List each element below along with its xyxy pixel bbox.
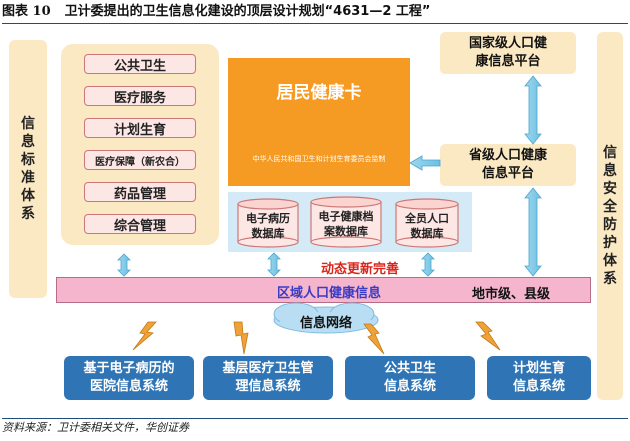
system-line1: 基于电子病历的	[83, 361, 175, 376]
database-population-line2: 数据库	[410, 227, 444, 240]
double-arrow-provincial-bar	[524, 187, 542, 277]
system-line1: 公共卫生	[383, 361, 436, 376]
business-item-label: 计划生育	[113, 122, 166, 138]
database-cylinders	[237, 196, 459, 248]
lightning-icon	[475, 321, 501, 351]
national-platform: 国家级人口健 康信息平台	[440, 32, 576, 74]
business-item-public-health: 公共卫生	[84, 54, 196, 74]
dynamic-update-label: 动态更新完善	[320, 262, 399, 277]
national-platform-line2: 康信息平台	[475, 54, 541, 69]
database-ehr: 电子健康档 案数据库	[311, 209, 381, 239]
provincial-platform-line2: 信息平台	[481, 166, 534, 181]
database-emr-line1: 电子病历	[246, 212, 290, 225]
business-item-label: 综合管理	[113, 218, 166, 234]
business-item-label: 药品管理	[113, 186, 166, 202]
database-emr: 电子病历 数据库	[238, 211, 298, 241]
system-line2: 医院信息系统	[89, 379, 168, 394]
network-label: 信息网络	[299, 316, 352, 331]
figure-title: 图表 10 卫计委提出的卫生信息化建设的顶层设计规划“4631—2 工程”	[2, 2, 628, 24]
resident-health-card: 居民健康卡 中华人民共和国卫生和计划生育委员会监制	[228, 58, 410, 186]
figure-title-text: 卫计委提出的卫生信息化建设的顶层设计规划“4631—2 工程”	[64, 4, 431, 19]
system-line2: 信息系统	[383, 379, 436, 394]
business-item-label: 医疗保障（新农合）	[95, 156, 185, 168]
provincial-platform-line1: 省级人口健康	[468, 148, 547, 163]
system-line2: 理信息系统	[235, 379, 301, 394]
business-item-family-planning: 计划生育	[84, 118, 196, 138]
database-cylinder-3	[395, 198, 459, 248]
national-platform-line1: 国家级人口健	[468, 36, 547, 51]
database-ehr-line2: 案数据库	[324, 225, 368, 238]
source-note: 资料来源：卫计委相关文件，华创证券	[2, 418, 628, 438]
info-security-system: 信息安全防护体系	[597, 32, 623, 400]
business-item-label: 公共卫生	[113, 58, 166, 74]
business-item-general-management: 综合管理	[84, 214, 196, 234]
system-line1: 计划生育	[512, 361, 565, 376]
database-emr-line2: 数据库	[251, 227, 285, 240]
database-population: 全员人口 数据库	[396, 211, 458, 241]
database-ehr-line1: 电子健康档	[318, 210, 374, 223]
system-line2: 信息系统	[512, 379, 565, 394]
lightning-icon	[132, 321, 157, 351]
regional-bar-label: 区域人口健康信息	[277, 286, 382, 301]
health-card-subtitle: 中华人民共和国卫生和计划生育委员会监制	[252, 155, 386, 163]
business-panel	[61, 44, 219, 245]
double-arrow-panel-bar	[117, 253, 131, 277]
double-arrow-national-provincial	[524, 75, 542, 145]
double-arrow-db3-bar	[421, 252, 435, 277]
database-cylinder-2	[310, 196, 382, 248]
business-item-medical-insurance: 医疗保障（新农合）	[84, 150, 196, 170]
regional-health-info-bar: 区域人口健康信息 地市级、县级	[56, 277, 591, 303]
system-family-planning: 计划生育信息系统	[487, 356, 591, 400]
database-cylinder-1	[237, 198, 299, 248]
system-line1: 基层医疗卫生管	[222, 361, 314, 376]
info-standard-system-label: 信息标准体系	[21, 116, 35, 222]
system-public-health: 公共卫生信息系统	[345, 356, 475, 400]
business-item-drug-management: 药品管理	[84, 182, 196, 202]
system-primary-care: 基层医疗卫生管理信息系统	[203, 356, 333, 400]
business-item-label: 医疗服务	[113, 90, 166, 106]
lightning-icon	[233, 321, 249, 355]
double-arrow-db1-bar	[267, 252, 281, 277]
system-hospital-emr: 基于电子病历的医院信息系统	[64, 356, 194, 400]
info-standard-system: 信息标准体系	[9, 40, 47, 298]
info-security-system-label: 信息安全防护体系	[603, 145, 617, 287]
figure-label: 图表 10	[2, 4, 51, 19]
network-cloud	[273, 302, 379, 334]
provincial-platform: 省级人口健康 信息平台	[440, 144, 576, 186]
health-card-title: 居民健康卡	[276, 83, 362, 103]
arrow-provincial-db	[409, 155, 441, 171]
database-population-line1: 全员人口	[405, 212, 449, 225]
regional-bar-right-label: 地市级、县级	[472, 287, 551, 302]
lightning-icon	[363, 323, 385, 355]
business-item-medical-service: 医疗服务	[84, 86, 196, 106]
